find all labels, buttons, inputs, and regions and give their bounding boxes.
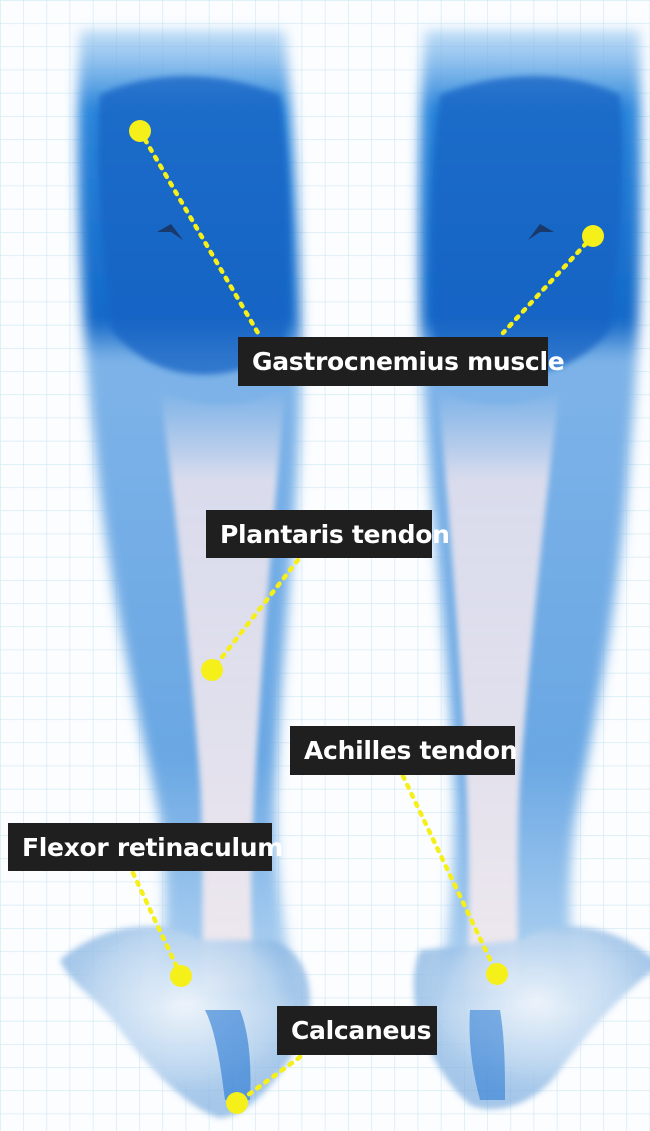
leader-flexor <box>130 870 184 979</box>
marker-gastrocnemius-left <box>129 120 151 142</box>
right-leg <box>413 30 650 1110</box>
leader-gastrocnemius-right <box>500 233 596 336</box>
leader-calcaneus <box>234 1054 303 1106</box>
label-plantaris-tendon: Plantaris tendon <box>206 510 450 558</box>
marker-flexor <box>170 965 192 987</box>
label-achilles-tendon: Achilles tendon <box>290 726 518 775</box>
leader-plantaris <box>209 557 301 673</box>
leader-achilles <box>400 773 500 977</box>
markers <box>129 120 604 1114</box>
leader-gastrocnemius-left <box>137 128 261 336</box>
marker-plantaris <box>201 659 223 681</box>
leader-lines <box>130 128 596 1106</box>
label-gastrocnemius-muscle: Gastrocnemius muscle <box>238 337 565 386</box>
label-calcaneus: Calcaneus <box>277 1006 437 1055</box>
marker-achilles <box>486 963 508 985</box>
marker-gastrocnemius-right <box>582 225 604 247</box>
marker-calcaneus <box>226 1092 248 1114</box>
label-flexor-retinaculum: Flexor retinaculum <box>8 823 283 871</box>
